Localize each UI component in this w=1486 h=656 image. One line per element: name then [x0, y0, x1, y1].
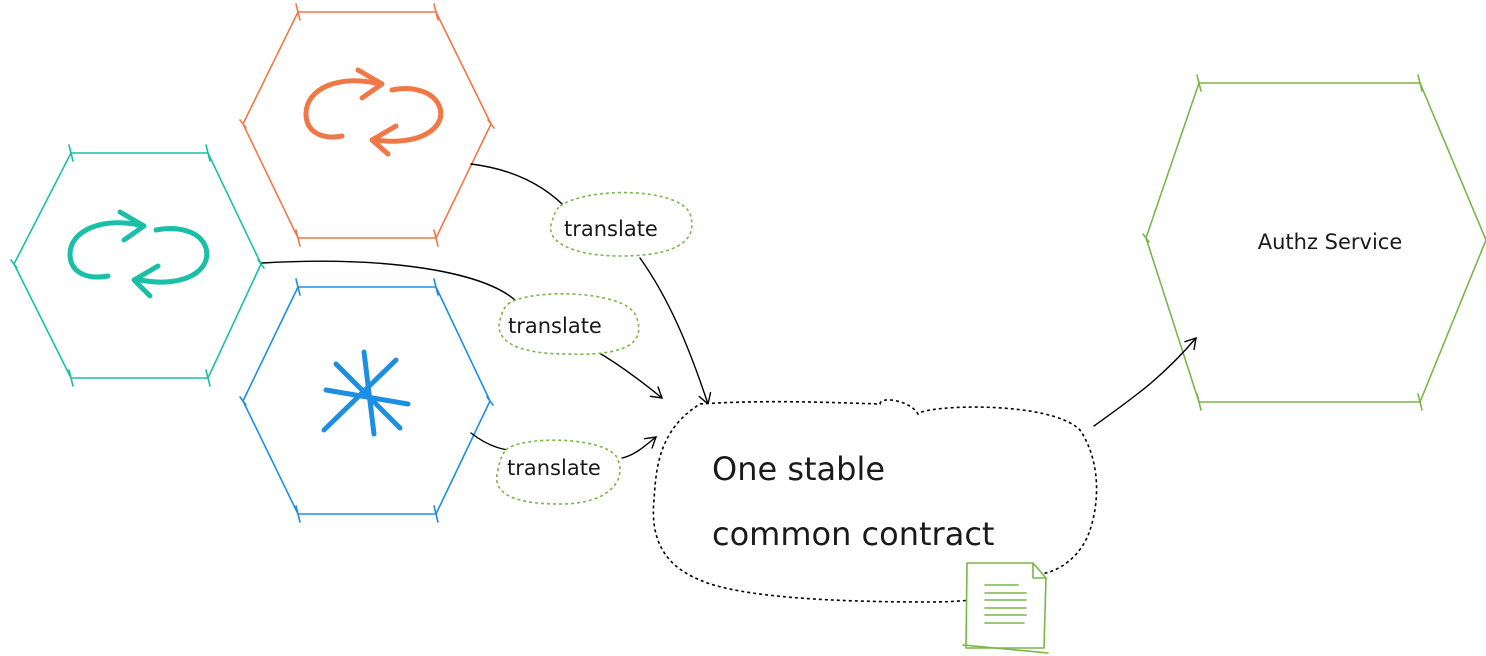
contract-line-2: common contract	[712, 515, 994, 553]
authz-service-label: Authz Service	[1258, 230, 1403, 254]
translate-bubble: translate	[549, 191, 693, 257]
asterisk-icon	[321, 349, 411, 437]
document-icon	[962, 562, 1049, 654]
edge-contract-to-authz	[1093, 336, 1197, 427]
authz-service-hexagon[interactable]	[1142, 74, 1486, 411]
translate-bubble: translate	[498, 293, 640, 356]
edge-orange-to-translate	[470, 163, 571, 213]
common-contract-cloud: One stable common contract	[652, 399, 1098, 603]
teal-service-hexagon[interactable]	[10, 144, 265, 387]
cycle-arrows-icon	[67, 209, 210, 299]
edge-translate-to-contract	[639, 257, 712, 406]
translate-label: translate	[508, 314, 602, 338]
translate-label: translate	[507, 456, 601, 480]
edge-translate-to-contract	[595, 350, 664, 399]
orange-service-hexagon[interactable]	[239, 3, 495, 247]
edge-translate-to-contract	[621, 436, 658, 459]
blue-service-hexagon[interactable]	[239, 278, 494, 523]
translate-label: translate	[564, 217, 658, 241]
edge-teal-to-translate	[261, 260, 516, 301]
translate-bubble: translate	[496, 439, 621, 505]
cycle-arrows-icon	[303, 67, 444, 157]
contract-line-1: One stable	[712, 450, 885, 488]
